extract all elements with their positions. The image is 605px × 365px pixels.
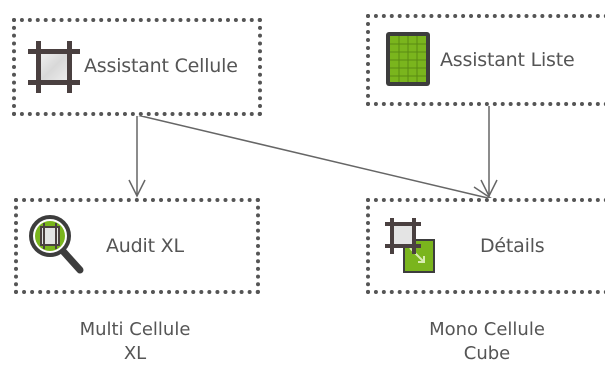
- crop-frame-icon: [28, 41, 80, 93]
- node-details[interactable]: Détails: [366, 198, 605, 294]
- node-label-details: Détails: [480, 235, 545, 257]
- caption-right-line1: Mono Cellule: [429, 319, 545, 340]
- edge-assistant-liste-to-details: [480, 106, 498, 198]
- node-label-audit-xl: Audit XL: [106, 235, 184, 257]
- caption-left: Multi Cellule XL: [40, 318, 230, 365]
- edge-assistant-cellule-to-audit-xl: [128, 115, 146, 198]
- caption-right-line2: Cube: [463, 343, 511, 364]
- node-assistant-liste[interactable]: Assistant Liste: [366, 14, 605, 106]
- edge-assistant-cellule-to-details: [136, 114, 495, 203]
- node-label-assistant-cellule: Assistant Cellule: [84, 55, 238, 77]
- node-assistant-cellule[interactable]: Assistant Cellule: [12, 18, 262, 116]
- node-audit-xl[interactable]: Audit XL: [14, 198, 260, 294]
- crop-detail-icon: [385, 218, 435, 273]
- magnifier-icon: [29, 215, 84, 274]
- node-label-assistant-liste: Assistant Liste: [440, 49, 575, 71]
- caption-left-line2: XL: [123, 343, 147, 364]
- caption-right: Mono Cellule Cube: [392, 318, 582, 365]
- green-grid-icon: [386, 32, 430, 86]
- caption-left-line1: Multi Cellule: [79, 319, 191, 340]
